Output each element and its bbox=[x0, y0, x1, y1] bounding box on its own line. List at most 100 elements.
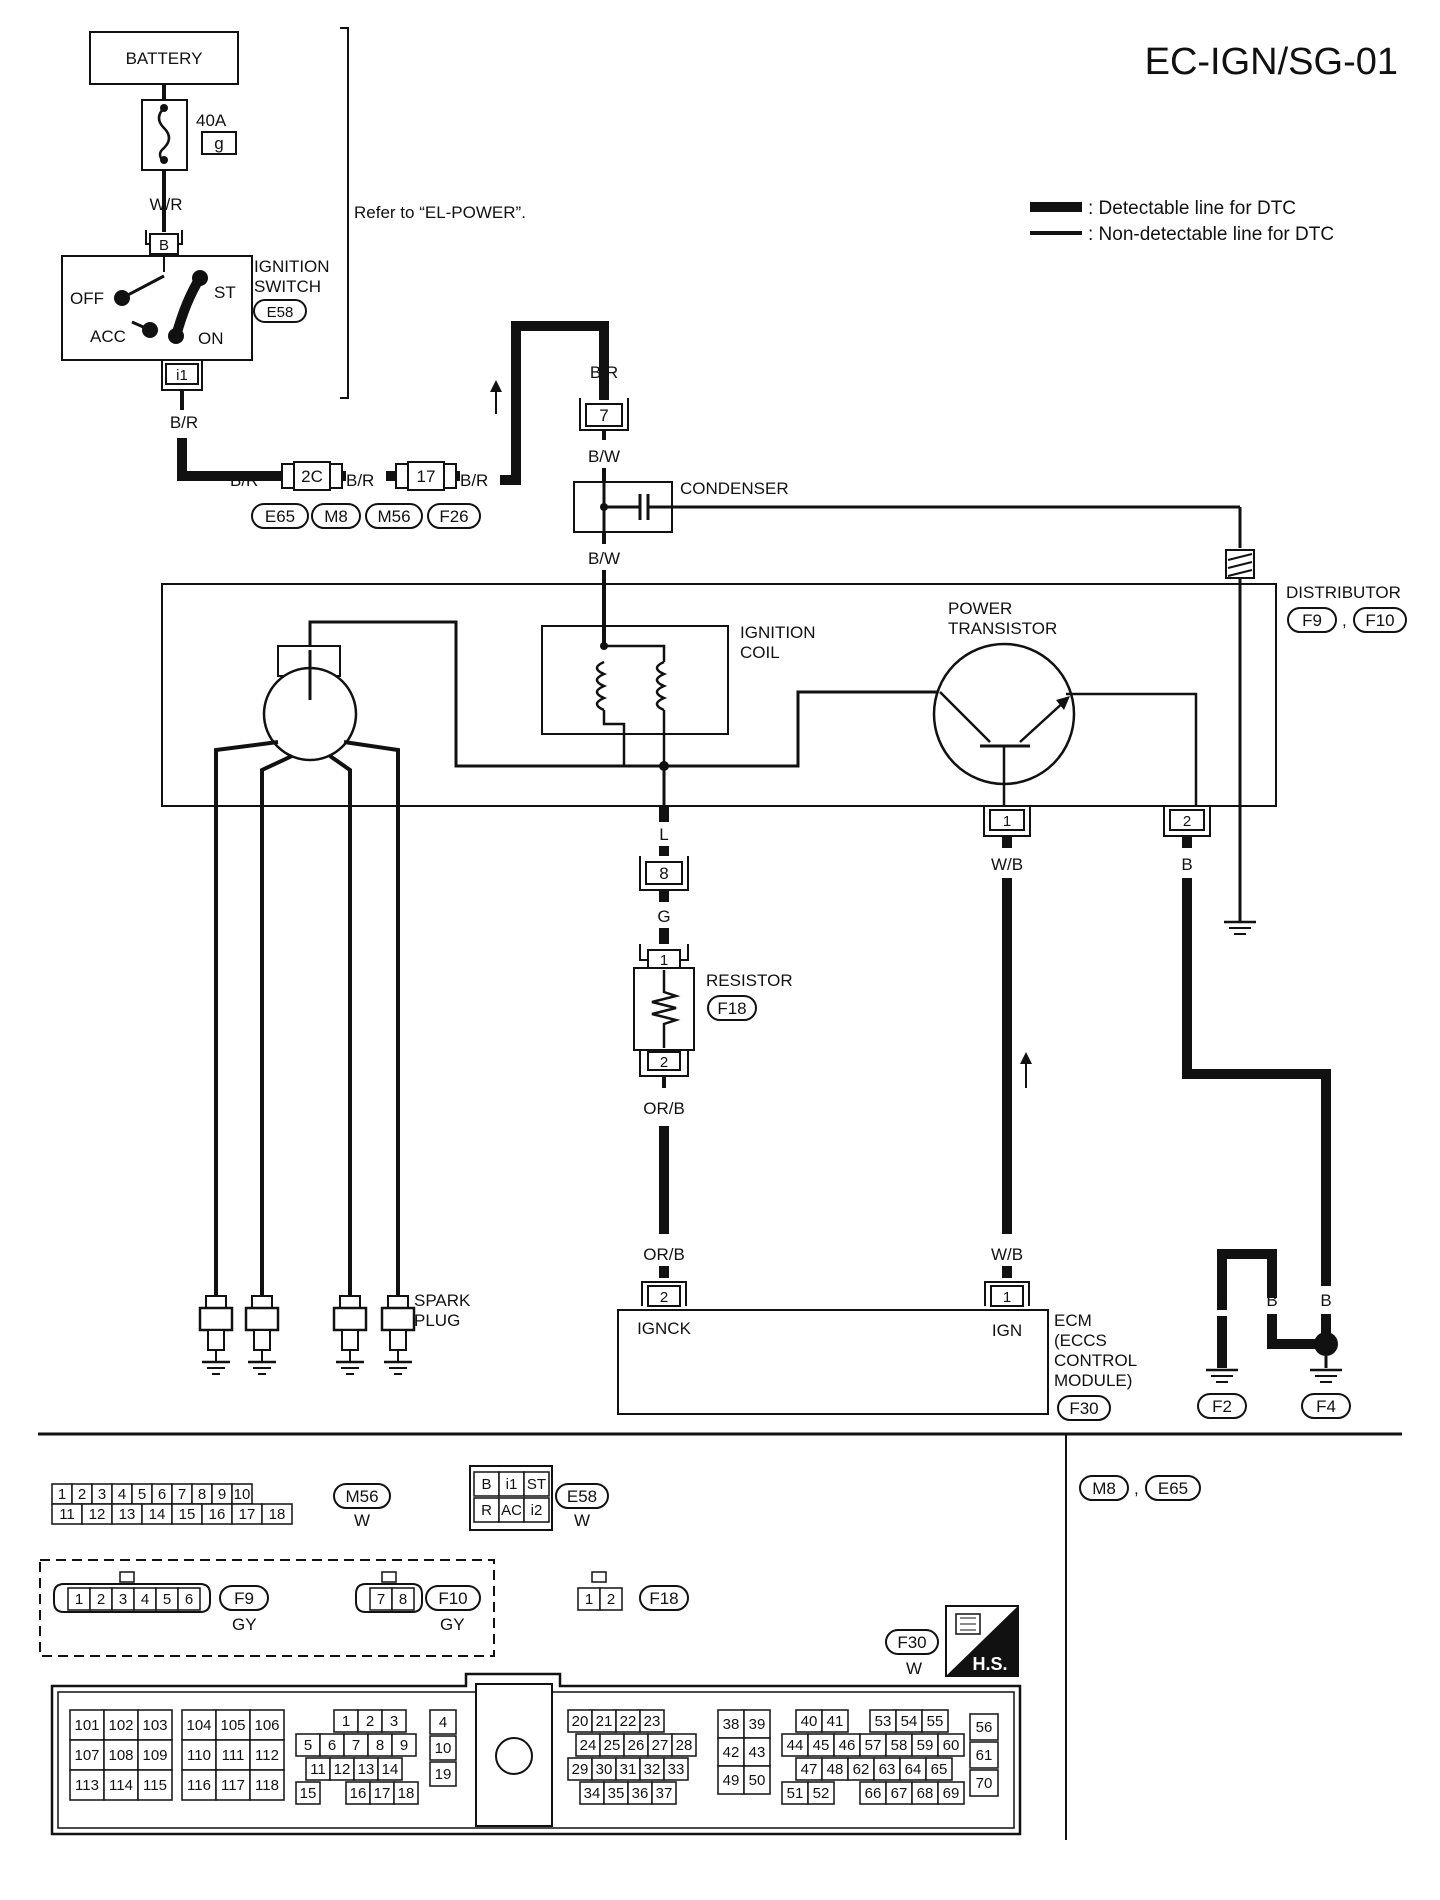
wire-b-r-run bbox=[177, 438, 282, 481]
pt-pin-1-label: 1 bbox=[1003, 813, 1011, 830]
ecm-pin: 58 bbox=[891, 1737, 908, 1754]
ecm-pin: 19 bbox=[435, 1766, 452, 1783]
refer-bracket bbox=[340, 27, 349, 399]
ecm-pin: 2 bbox=[366, 1713, 374, 1730]
ecm-pin: 17 bbox=[374, 1785, 391, 1802]
ecm-pin: 10 bbox=[435, 1740, 452, 1757]
ecm-pin: 29 bbox=[572, 1761, 589, 1778]
ecm-cell bbox=[807, 1781, 835, 1805]
distributor-label: DISTRIBUTOR bbox=[1286, 583, 1401, 602]
svg-text:,: , bbox=[1342, 611, 1347, 630]
view-f30-color: W bbox=[906, 1659, 922, 1678]
ecm-pin: 52 bbox=[813, 1785, 830, 1802]
wire-b-run bbox=[1182, 878, 1331, 1286]
ecm-pin: 23 bbox=[644, 1713, 661, 1730]
ecm-cell bbox=[937, 1781, 965, 1805]
ecm-pin-igcnk: IGNCK bbox=[637, 1319, 692, 1338]
e58-cell bbox=[523, 1497, 550, 1523]
ecm-pin: 44 bbox=[787, 1737, 804, 1754]
ecm-pin: 24 bbox=[580, 1737, 597, 1754]
view-tag-e65: E65 bbox=[1158, 1479, 1188, 1498]
ecm-pin: 62 bbox=[853, 1761, 870, 1778]
connector-8-label: 8 bbox=[659, 864, 668, 883]
ecm-pin: 118 bbox=[255, 1777, 279, 1794]
ecm-cell bbox=[137, 1709, 173, 1741]
ign-switch-conn: E58 bbox=[267, 304, 294, 321]
ecm-pin: 108 bbox=[108, 1747, 133, 1764]
ecm-cell bbox=[215, 1709, 251, 1741]
wire-b-f4b: B bbox=[1320, 1291, 1331, 1310]
distributor-box bbox=[161, 583, 1277, 807]
m56-pin: 6 bbox=[158, 1486, 166, 1503]
ecm-pin: 112 bbox=[255, 1747, 279, 1764]
ecm-cell bbox=[393, 1781, 419, 1805]
ign-switch-pin-b-label: B bbox=[159, 237, 169, 254]
view-f10-color: GY bbox=[440, 1615, 465, 1634]
spark-plug-label-1: SPARK bbox=[414, 1291, 471, 1310]
ign-coil-label-2: COIL bbox=[740, 643, 780, 662]
m56-pin: 1 bbox=[58, 1486, 66, 1503]
ecm-pin: 66 bbox=[865, 1785, 882, 1802]
ecm-pin: 8 bbox=[376, 1737, 384, 1754]
ecm-label-4: MODULE) bbox=[1054, 1371, 1132, 1390]
m56-pin: 12 bbox=[89, 1506, 106, 1523]
ign-switch-pin-i1 bbox=[165, 363, 199, 385]
f9-cell bbox=[177, 1587, 201, 1611]
ecm-label-1: ECM bbox=[1054, 1311, 1092, 1330]
ecm-pin: 1 bbox=[342, 1713, 350, 1730]
ecm-cell bbox=[671, 1733, 697, 1757]
ecm-cell bbox=[639, 1709, 665, 1733]
ecm-pin: 43 bbox=[749, 1744, 766, 1761]
m56-pin: 18 bbox=[269, 1506, 286, 1523]
connector-7-label: 7 bbox=[599, 406, 608, 425]
spark-plug-3 bbox=[332, 1295, 368, 1375]
ign-switch-pin-i1-label: i1 bbox=[176, 367, 188, 384]
view-tag-e58: E58 bbox=[567, 1487, 597, 1506]
ecm-cell bbox=[377, 1757, 403, 1781]
power-tr-label-1: POWER bbox=[948, 599, 1012, 618]
pt-pin-2 bbox=[1169, 809, 1205, 831]
spark-plug-4 bbox=[380, 1295, 416, 1375]
ecm-pin: 41 bbox=[827, 1713, 844, 1730]
tag-m56: M56 bbox=[377, 507, 410, 526]
tag-f10: F10 bbox=[1365, 611, 1394, 630]
ecm-cell bbox=[651, 1781, 677, 1805]
wire-b-f2: B bbox=[1216, 1291, 1227, 1310]
ecm-pin: 56 bbox=[976, 1719, 993, 1736]
wire-w-b-2: W/B bbox=[991, 1245, 1023, 1264]
view-tag-m8: M8 bbox=[1092, 1479, 1116, 1498]
ecm-pin: 12 bbox=[334, 1761, 351, 1778]
ecm-cell bbox=[969, 1769, 999, 1797]
ecm-pin: 38 bbox=[723, 1716, 740, 1733]
connector-17 bbox=[407, 461, 445, 491]
f9-pin: 3 bbox=[119, 1591, 127, 1608]
ground-icon-f2 bbox=[1206, 1368, 1238, 1383]
ecm-cell bbox=[429, 1735, 457, 1761]
tag-f9: F9 bbox=[1302, 611, 1322, 630]
spark-plug-label-2: PLUG bbox=[414, 1311, 460, 1330]
ecm-pin: 106 bbox=[254, 1717, 279, 1734]
e58-cell bbox=[523, 1471, 550, 1497]
m56-pin: 17 bbox=[239, 1506, 256, 1523]
view-f9-color: GY bbox=[232, 1615, 257, 1634]
ground-icon-condenser bbox=[1224, 920, 1256, 935]
connector-8 bbox=[645, 861, 683, 885]
ecm-pin: 57 bbox=[865, 1737, 882, 1754]
ground-junction bbox=[1314, 1332, 1338, 1356]
ecm-pin: 61 bbox=[976, 1747, 993, 1764]
battery-label: BATTERY bbox=[126, 49, 203, 68]
wire-b-1: B bbox=[1181, 855, 1192, 874]
ecm-pin: 3 bbox=[390, 1713, 398, 1730]
f10-pin: 7 bbox=[377, 1591, 385, 1608]
wire-or-b-1: OR/B bbox=[643, 1099, 685, 1118]
wire-b-w-1: B/W bbox=[588, 447, 620, 466]
ecm-cell bbox=[429, 1709, 457, 1735]
ecm-cell bbox=[391, 1733, 417, 1757]
ecm-pin: 111 bbox=[222, 1747, 245, 1764]
ecm-pin: 49 bbox=[723, 1772, 740, 1789]
ecm-cell bbox=[743, 1737, 771, 1767]
ecm-cell bbox=[969, 1741, 999, 1769]
